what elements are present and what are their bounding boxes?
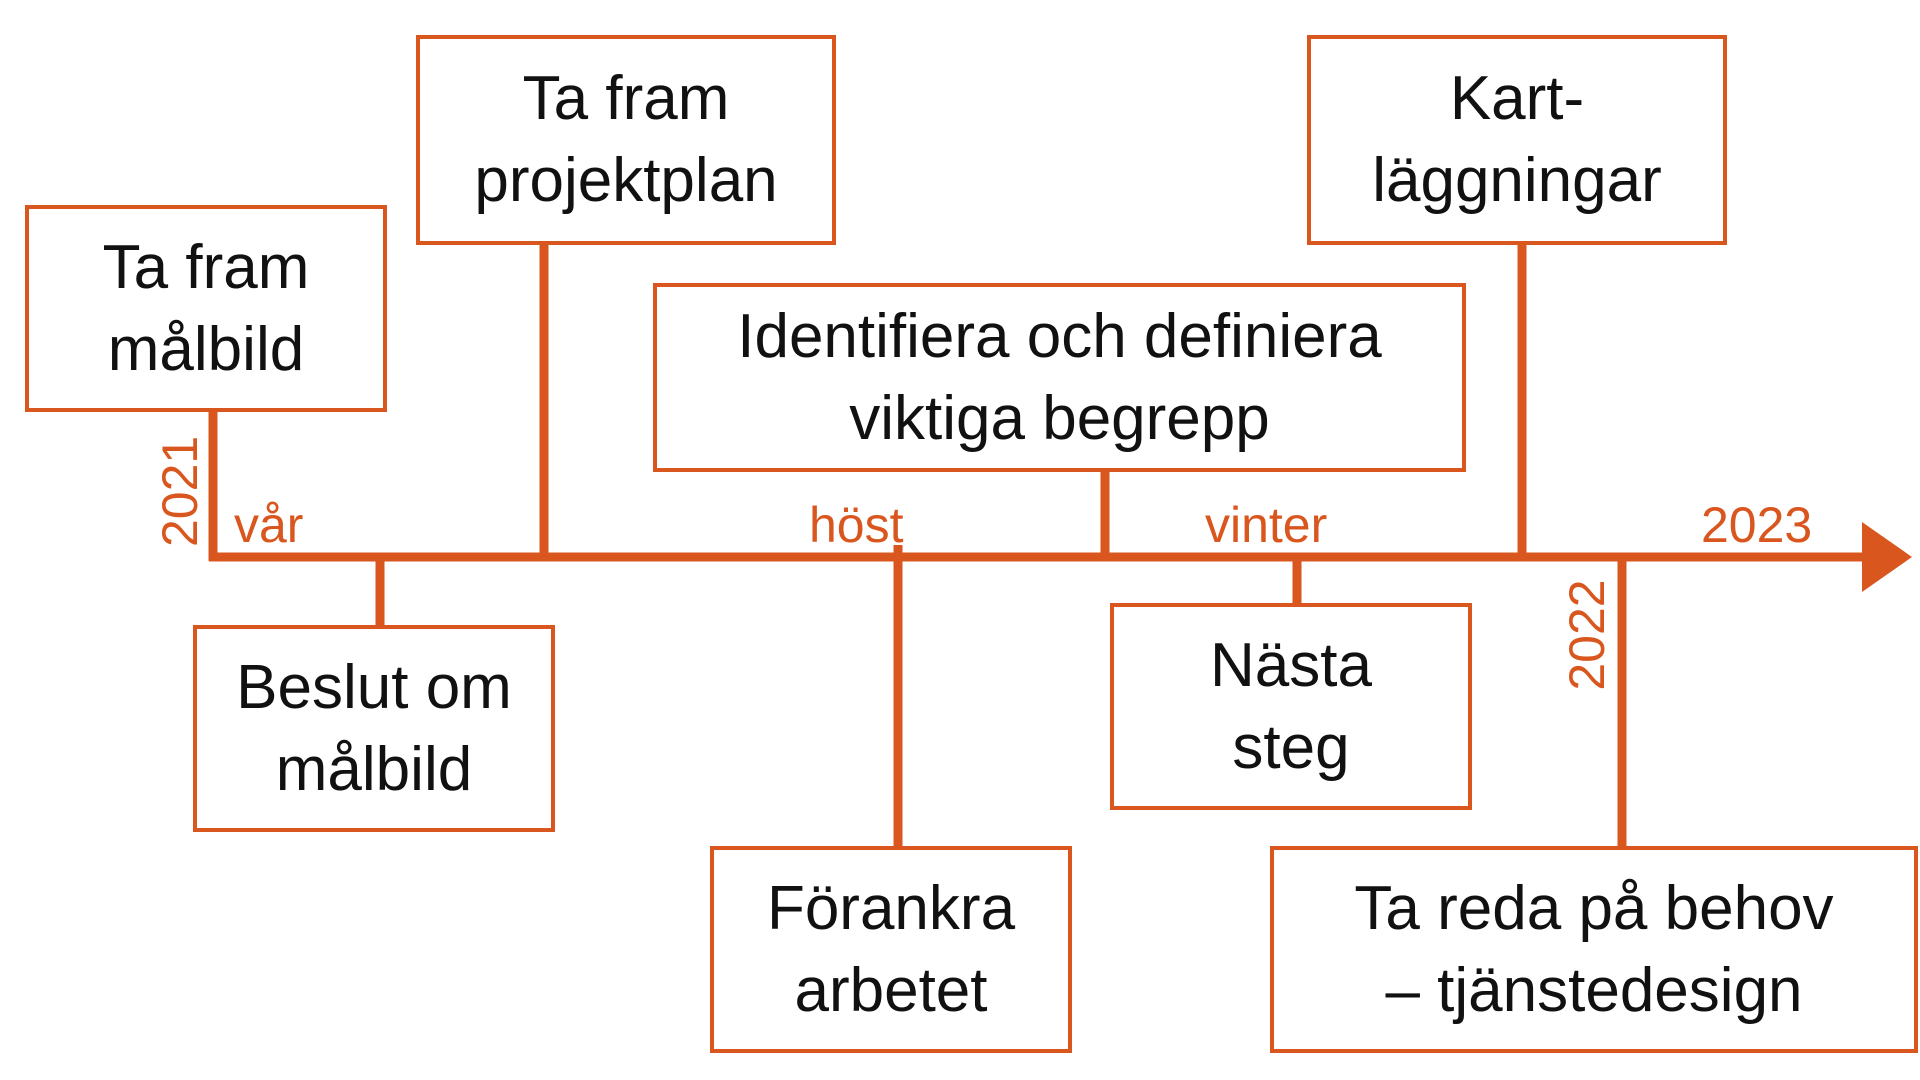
- milestone-line: Ta fram: [102, 232, 310, 302]
- milestone-forankra-arbetet: Förankra arbetet: [710, 846, 1072, 1053]
- season-label-vinter: vinter: [1205, 497, 1328, 553]
- milestone-line: målbild: [107, 314, 305, 384]
- season-label-var: vår: [234, 497, 304, 553]
- milestone-ta-fram-projektplan: Ta fram projektplan: [416, 35, 836, 245]
- milestone-nasta-steg: Nästa steg: [1110, 603, 1472, 810]
- year-label-2022: 2022: [1559, 579, 1615, 691]
- milestone-ta-fram-malbild: Ta fram målbild: [25, 205, 387, 412]
- milestone-line: målbild: [275, 734, 473, 804]
- milestone-line: läggningar: [1372, 146, 1662, 215]
- milestone-line: Identifiera och definiera: [737, 301, 1382, 371]
- milestone-line: steg: [1232, 712, 1350, 782]
- milestone-line: Ta reda på behov: [1354, 873, 1834, 943]
- milestone-line: projektplan: [474, 146, 778, 215]
- milestone-line: – tjänstedesign: [1385, 955, 1803, 1025]
- milestone-line: viktiga begrepp: [849, 383, 1270, 453]
- milestone-line: Ta fram: [522, 64, 730, 133]
- milestone-beslut-om-malbild: Beslut om målbild: [193, 625, 555, 832]
- milestone-line: Kart-: [1449, 64, 1585, 133]
- milestone-identifiera-begrepp: Identifiera och definiera viktiga begrep…: [653, 283, 1466, 472]
- season-label-host: höst: [809, 497, 904, 553]
- milestone-ta-reda-pa-behov: Ta reda på behov – tjänstedesign: [1270, 846, 1918, 1053]
- milestone-line: Beslut om: [236, 652, 512, 722]
- milestone-kartlaggningar: Kart- läggningar: [1307, 35, 1727, 245]
- milestone-line: Förankra: [766, 873, 1016, 943]
- milestone-line: Nästa: [1210, 630, 1372, 700]
- year-label-2023: 2023: [1701, 497, 1813, 553]
- milestone-line: arbetet: [794, 955, 988, 1025]
- year-label-2021: 2021: [152, 435, 208, 547]
- timeline-arrowhead: [1862, 522, 1912, 592]
